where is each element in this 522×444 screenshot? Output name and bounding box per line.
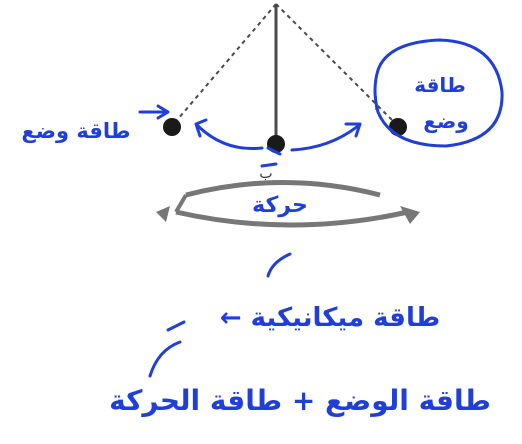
handwritten-annotations: طاقة وضع طاقة وضع حركة ← طاقة ميكانيكية … [21,38,504,417]
middle-note-text: حركة [252,193,308,218]
right-note-circle [373,38,504,148]
mechanical-energy-text: ← طاقة ميكانيكية [220,303,440,333]
swing-motion-arrow [156,180,420,228]
right-note-text-line1: طاقة [414,73,466,97]
swing-arrowhead-right-icon [400,206,420,224]
position-label-b: ب [259,166,272,182]
energy-bracket-stroke [266,252,292,278]
swing-arrowhead-left-icon [156,206,170,222]
equation-bracket-stroke [148,340,182,378]
equation-text: طاقة الوضع + طاقة الحركة [109,384,491,417]
right-note-text-line2: وضع [423,109,468,133]
mark-under-center-bob [266,146,282,156]
pendulum-bob-right [389,118,407,136]
pendulum-bob-left [163,118,181,136]
curved-arrow-to-left [196,124,264,151]
left-note-text: طاقة وضع [21,119,130,143]
pendulum: ب أ [163,3,407,182]
energy-dash-stroke [166,320,186,332]
curved-arrow-to-right [290,124,360,152]
mark-under-center-bob-2 [260,162,278,168]
left-note-arrowhead-icon [156,104,170,120]
pendulum-rope-left-dashed [171,3,277,127]
arrowhead-left-icon [194,118,208,138]
arrowhead-right-icon [344,122,362,138]
